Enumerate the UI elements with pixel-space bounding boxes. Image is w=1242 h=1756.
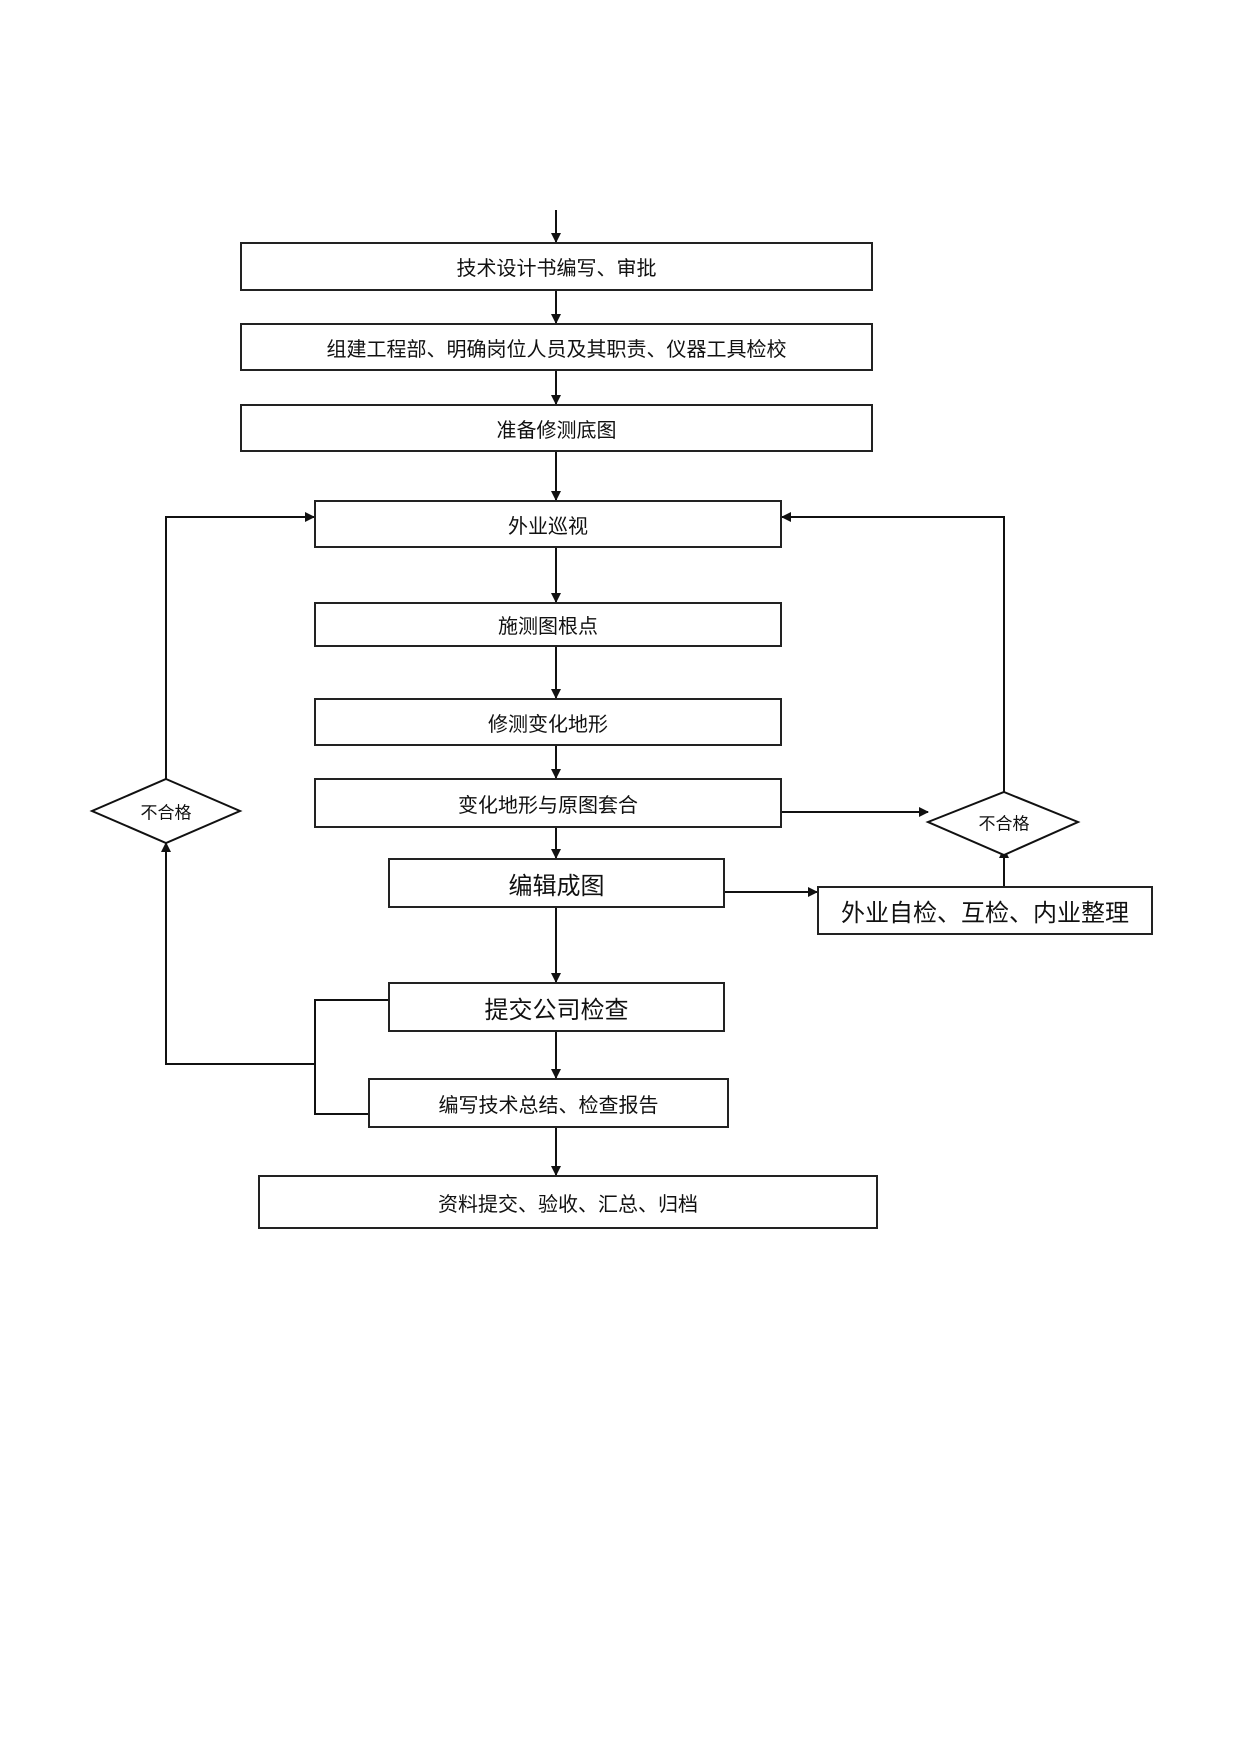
decision-left-label: 不合格 [140,803,192,824]
decision-right-label: 不合格 [978,814,1030,835]
step-project-setup-label: 组建工程部、明确岗位人员及其职责、仪器工具检校 [326,336,787,361]
step-company-check-label: 提交公司检查 [484,995,629,1024]
step-control-points-label: 施测图根点 [498,614,598,638]
decision-left-diamond [89,777,243,845]
step-self-check-label: 外业自检、互检、内业整理 [841,899,1129,927]
step-project-setup: 组建工程部、明确岗位人员及其职责、仪器工具检校 [240,323,873,371]
step-report-label: 编写技术总结、检查报告 [438,1092,659,1117]
bracket-company-report [314,999,388,1115]
step-survey-changes: 修测变化地形 [314,698,782,746]
step-edit-map-label: 编辑成图 [508,871,605,900]
step-control-points: 施测图根点 [314,602,782,647]
step-delivery: 资料提交、验收、汇总、归档 [258,1175,878,1229]
step-overlay: 变化地形与原图套合 [314,778,782,828]
step-prepare-base-map: 准备修测底图 [240,404,873,452]
step-edit-map: 编辑成图 [388,858,725,908]
step-prepare-base-map-label: 准备修测底图 [496,417,617,442]
step-field-patrol-label: 外业巡视 [508,513,588,538]
step-overlay-label: 变化地形与原图套合 [458,792,638,817]
step-delivery-label: 资料提交、验收、汇总、归档 [438,1191,698,1216]
step-design-book: 技术设计书编写、审批 [240,242,873,291]
step-report: 编写技术总结、检查报告 [368,1078,729,1128]
arrow-left-decision-to-patrol [165,512,315,779]
step-field-patrol: 外业巡视 [314,500,782,548]
step-company-check: 提交公司检查 [388,982,725,1032]
arrow-right-decision-to-patrol [781,512,1005,792]
decision-right-diamond [925,790,1081,857]
step-self-check: 外业自检、互检、内业整理 [817,886,1153,935]
step-design-book-label: 技术设计书编写、审批 [456,256,657,280]
step-survey-changes-label: 修测变化地形 [488,711,608,736]
arrow-bracket-to-left-decision [161,842,315,1065]
